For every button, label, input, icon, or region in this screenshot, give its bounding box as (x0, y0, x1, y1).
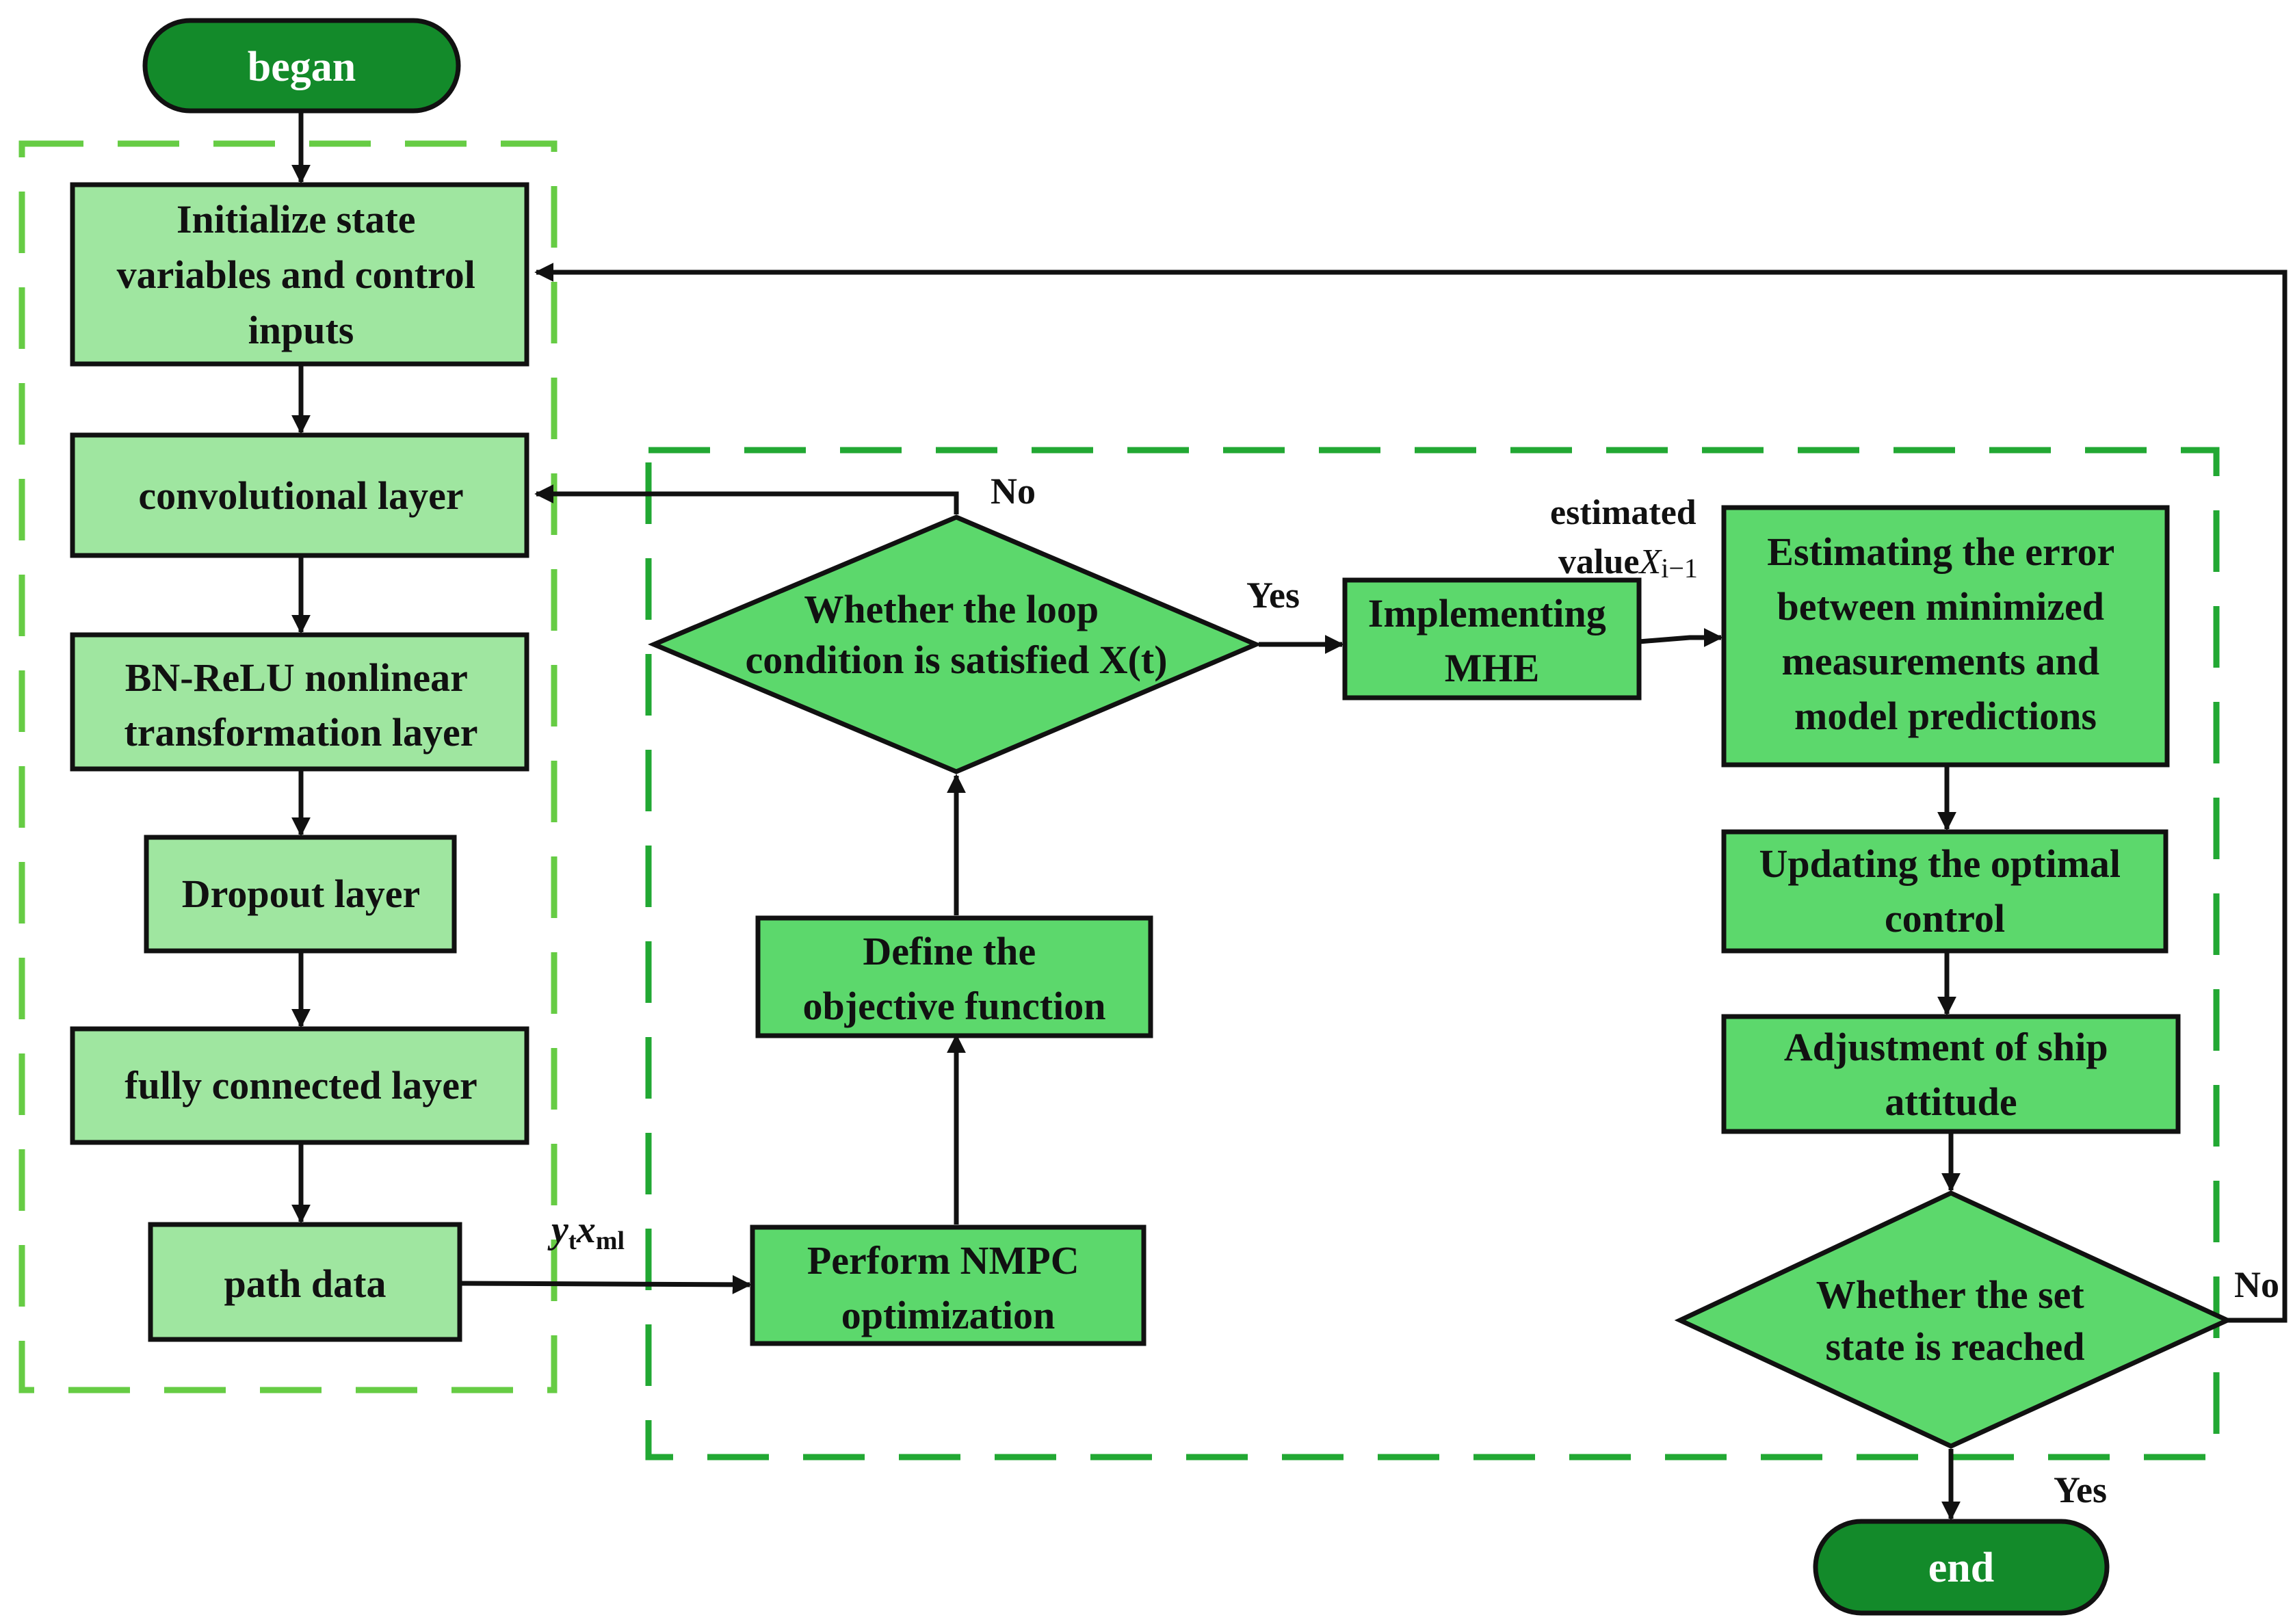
loop-yes-label: Yes (1246, 575, 1300, 616)
estimated-var: X (1638, 542, 1662, 581)
loop-line-2: condition is satisfied X(t) (745, 638, 1167, 682)
dropout-box (144, 835, 457, 954)
bnrelu-line-1: BN-ReLU nonlinear (125, 655, 467, 700)
loop-line-1: Whether the loop (804, 587, 1099, 631)
update-box (1721, 829, 2168, 954)
error-label: Estimating the error between minimized m… (1767, 529, 2123, 738)
error-line-3: measurements and (1781, 639, 2099, 683)
loop-no-label: No (991, 471, 1036, 512)
init-line-1: Initialize state (176, 197, 416, 241)
path-edge-label: ytxml (547, 1209, 625, 1255)
attitude-box (1721, 1014, 2181, 1134)
edge-loop-no-conv (534, 484, 959, 514)
edge-mhe-error (1638, 628, 1723, 647)
edge-path-nmpc (459, 1274, 752, 1294)
path-x: x (576, 1209, 596, 1251)
estimated-label-line-1: estimated (1550, 493, 1696, 532)
objective-label: Define the objective function (803, 929, 1106, 1028)
mhe-line-1: Implementing (1368, 591, 1606, 636)
nmpc-line-2: optimization (841, 1293, 1056, 1337)
init-box (70, 182, 529, 367)
fc-label: fully connected layer (125, 1063, 477, 1108)
path-sub1: t (568, 1227, 577, 1255)
mhe-box (1342, 577, 1642, 700)
path-box (148, 1222, 462, 1342)
error-line-1: Estimating the error (1767, 529, 2114, 574)
bnrelu-label: BN-ReLU nonlinear transformation layer (124, 655, 477, 755)
init-line-3: inputs (248, 308, 354, 352)
path-y: y (547, 1209, 569, 1251)
right-group-border (645, 447, 2220, 1461)
path-sub2: ml (596, 1227, 625, 1255)
path-label: path data (224, 1261, 386, 1306)
mhe-label: Implementing MHE (1368, 591, 1616, 690)
estimated-sub: i−1 (1661, 553, 1698, 584)
loop-label: Whether the loop condition is satisfied … (745, 587, 1167, 682)
fc-box (70, 1026, 529, 1145)
end-label: end (1928, 1545, 1994, 1591)
init-line-2: variables and control (117, 252, 475, 297)
mhe-line-2: MHE (1445, 646, 1540, 690)
conv-label: convolutional layer (138, 473, 463, 518)
nmpc-line-1: Perform NMPC (807, 1238, 1079, 1283)
start-label: began (248, 44, 356, 90)
estimated-word: value (1558, 542, 1639, 581)
error-line-4: model predictions (1794, 694, 2097, 738)
objective-box (755, 915, 1153, 1038)
nmpc-box (750, 1224, 1146, 1346)
attitude-line-1: Adjustment of ship (1784, 1025, 2108, 1069)
reached-decision (1674, 1190, 2233, 1449)
attitude-line-2: attitude (1885, 1079, 2017, 1124)
dropout-label: Dropout layer (182, 872, 421, 916)
edge-reached-no-init (534, 263, 2288, 1323)
reached-yes-label: Yes (2054, 1469, 2107, 1510)
update-line-1: Updating the optimal (1759, 841, 2121, 886)
left-group-border (18, 140, 558, 1393)
objective-line-2: objective function (803, 984, 1106, 1028)
error-box (1721, 505, 2170, 768)
bnrelu-line-2: transformation layer (124, 710, 477, 755)
end-terminal (1813, 1519, 2110, 1616)
attitude-label: Adjustment of ship attitude (1784, 1025, 2118, 1124)
loop-decision (647, 514, 1262, 774)
reached-line-1: Whether the set (1816, 1272, 2085, 1317)
start-terminal (142, 18, 461, 114)
init-label: Initialize state variables and control i… (117, 197, 486, 352)
nmpc-label: Perform NMPC optimization (807, 1238, 1089, 1337)
reached-label: Whether the set state is reached (1816, 1272, 2094, 1369)
conv-box (70, 432, 529, 558)
bnrelu-box (70, 632, 529, 772)
reached-line-2: state is reached (1825, 1324, 2084, 1369)
update-label: Updating the optimal control (1759, 841, 2130, 941)
update-line-2: control (1885, 896, 2005, 941)
estimated-label-line-2: valueXi−1 (1558, 542, 1698, 584)
reached-no-label: No (2234, 1264, 2279, 1305)
error-line-2: between minimized (1777, 584, 2104, 629)
objective-line-1: Define the (863, 929, 1036, 973)
